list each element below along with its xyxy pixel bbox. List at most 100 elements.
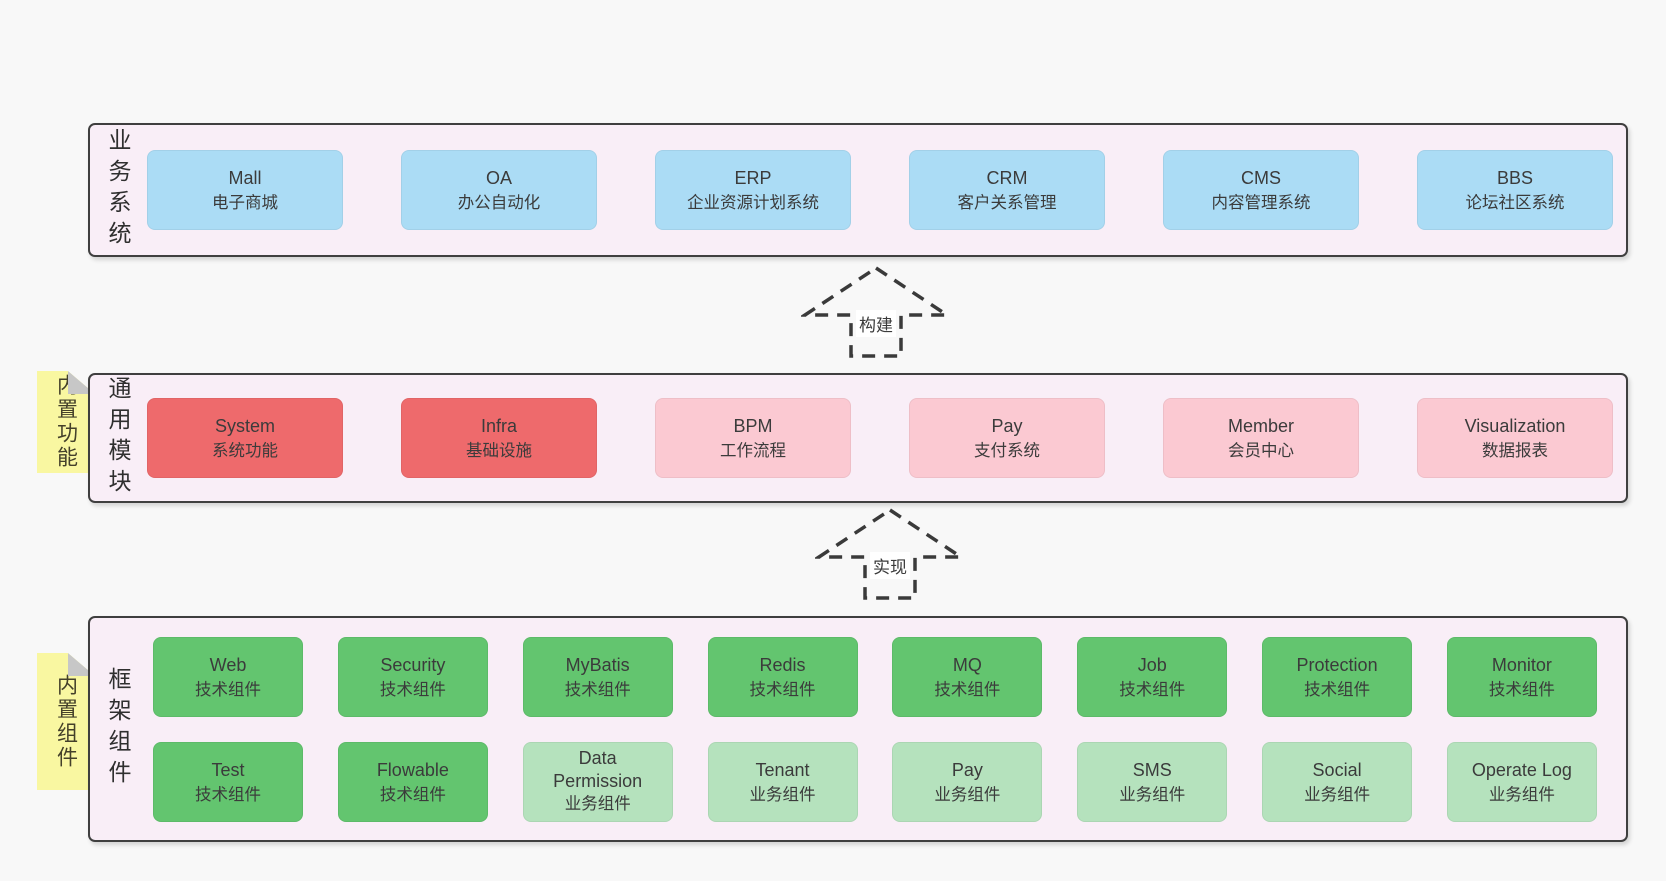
- node-title: Flowable: [376, 759, 449, 780]
- node-title: Mall: [228, 168, 262, 188]
- node-subtitle: 支付系统: [974, 442, 1040, 460]
- node-sms: SMS 业务组件: [1077, 741, 1228, 822]
- node-subtitle: 技术组件: [379, 785, 446, 804]
- module-boxes-row: System 系统功能 Infra 基础设施 BPM 工作流程 Pay 支付系统…: [147, 398, 1613, 478]
- node-title: ERP: [734, 168, 772, 188]
- node-subtitle: 数据报表: [1482, 442, 1548, 460]
- up-arrow-icon: [815, 508, 965, 600]
- node-system: System 系统功能: [147, 398, 343, 478]
- node-subtitle: 业务组件: [1304, 785, 1371, 804]
- business-boxes-row: Mall 电子商城 OA 办公自动化 ERP 企业资源计划系统 CRM 客户关系…: [147, 150, 1613, 230]
- layer-business-systems: 业务系统 Mall 电子商城 OA 办公自动化 ERP 企业资源计划系统 CRM…: [88, 123, 1628, 257]
- node-subtitle: 业务组件: [1488, 785, 1555, 804]
- node-web: Web 技术组件: [153, 636, 303, 717]
- node-title: Member: [1227, 416, 1294, 436]
- node-bbs: BBS 论坛社区系统: [1417, 150, 1613, 230]
- node-subtitle: 客户关系管理: [957, 194, 1057, 212]
- node-job: Job 技术组件: [1077, 636, 1228, 717]
- node-erp: ERP 企业资源计划系统: [655, 150, 851, 230]
- node-tenant: Tenant 业务组件: [707, 741, 858, 822]
- node-security: Security 技术组件: [337, 636, 488, 717]
- implement-arrow: 实现: [815, 508, 965, 600]
- node-title: SMS: [1132, 759, 1172, 780]
- node-subtitle: 业务组件: [934, 785, 1001, 804]
- up-arrow-icon: [801, 266, 951, 358]
- node-mq: MQ 技术组件: [892, 636, 1043, 717]
- node-member: Member 会员中心: [1163, 398, 1359, 478]
- node-data-permission: Data Permission 业务组件: [522, 741, 673, 822]
- arrow-label: 实现: [870, 552, 910, 579]
- node-title: MQ: [952, 654, 982, 675]
- node-subtitle: 业务组件: [1119, 785, 1186, 804]
- node-mybatis: MyBatis 技术组件: [522, 636, 673, 717]
- node-protection: Protection 技术组件: [1262, 636, 1413, 717]
- sticky-note-built-in-functions: 内置功能: [37, 371, 95, 473]
- node-oa: OA 办公自动化: [401, 150, 597, 230]
- node-title: Operate Log: [1471, 759, 1572, 780]
- node-subtitle: 技术组件: [195, 680, 261, 699]
- sticky-note-label: 内置组件: [54, 673, 78, 770]
- node-subtitle: 技术组件: [1304, 680, 1371, 699]
- node-subtitle: 技术组件: [564, 680, 631, 699]
- node-subtitle: 会员中心: [1228, 442, 1294, 460]
- node-title: Test: [211, 759, 245, 780]
- arrow-label: 构建: [856, 310, 896, 337]
- node-title: OA: [485, 168, 512, 188]
- node-title: Data Permission: [553, 748, 643, 791]
- node-title: MyBatis: [565, 654, 630, 675]
- node-cms: CMS 内容管理系统: [1163, 150, 1359, 230]
- sticky-note-built-in-components: 内置组件: [37, 653, 95, 790]
- node-pay-module: Pay 支付系统: [909, 398, 1105, 478]
- node-title: Visualization: [1464, 416, 1566, 436]
- node-title: CRM: [986, 168, 1028, 188]
- layer-common-modules: 通用模块 System 系统功能 Infra 基础设施 BPM 工作流程 Pay…: [88, 373, 1628, 503]
- node-subtitle: 业务组件: [749, 785, 816, 804]
- node-title: Protection: [1296, 654, 1378, 675]
- node-subtitle: 企业资源计划系统: [687, 194, 819, 212]
- node-social: Social 业务组件: [1262, 741, 1413, 822]
- node-title: Infra: [480, 416, 518, 436]
- layer-framework-components: 框架组件 Web 技术组件 Security 技术组件 MyBatis 技术组件…: [88, 616, 1628, 842]
- node-subtitle: 系统功能: [212, 442, 278, 460]
- build-arrow: 构建: [801, 266, 951, 358]
- node-title: Pay: [991, 416, 1023, 436]
- node-subtitle: 技术组件: [379, 680, 446, 699]
- node-crm: CRM 客户关系管理: [909, 150, 1105, 230]
- node-title: Web: [209, 654, 247, 675]
- node-subtitle: 技术组件: [934, 680, 1001, 699]
- node-title: CMS: [1241, 168, 1281, 188]
- node-operate-log: Operate Log 业务组件: [1446, 741, 1597, 822]
- node-monitor: Monitor 技术组件: [1446, 636, 1597, 717]
- node-title: Redis: [759, 654, 806, 675]
- layer-side-label: 通用模块: [105, 376, 131, 500]
- component-boxes-grid: Web 技术组件 Security 技术组件 MyBatis 技术组件 Redi…: [153, 636, 1597, 822]
- node-subtitle: 内容管理系统: [1211, 194, 1311, 212]
- node-title: System: [214, 416, 275, 436]
- node-title: BBS: [1496, 168, 1534, 188]
- node-subtitle: 技术组件: [1488, 680, 1555, 699]
- layer-side-label: 框架组件: [105, 667, 131, 791]
- node-title: Security: [380, 654, 446, 675]
- node-test: Test 技术组件: [153, 741, 303, 822]
- node-flowable: Flowable 技术组件: [337, 741, 488, 822]
- node-title: BPM: [733, 416, 773, 436]
- node-title: Pay: [951, 759, 983, 780]
- node-subtitle: 技术组件: [749, 680, 816, 699]
- node-subtitle: 技术组件: [1119, 680, 1186, 699]
- node-redis: Redis 技术组件: [707, 636, 858, 717]
- node-subtitle: 业务组件: [564, 795, 631, 813]
- node-pay-component: Pay 业务组件: [892, 741, 1043, 822]
- node-title: Job: [1137, 654, 1167, 675]
- node-bpm: BPM 工作流程: [655, 398, 851, 478]
- node-subtitle: 电子商城: [212, 194, 278, 212]
- node-subtitle: 办公自动化: [457, 194, 541, 212]
- node-infra: Infra 基础设施: [401, 398, 597, 478]
- layer-side-label: 业务系统: [105, 128, 131, 252]
- sticky-note-label: 内置功能: [54, 374, 78, 470]
- node-title: Social: [1312, 759, 1362, 780]
- node-title: Monitor: [1491, 654, 1552, 675]
- node-subtitle: 技术组件: [195, 785, 261, 804]
- node-subtitle: 论坛社区系统: [1465, 194, 1565, 212]
- node-title: Tenant: [755, 759, 810, 780]
